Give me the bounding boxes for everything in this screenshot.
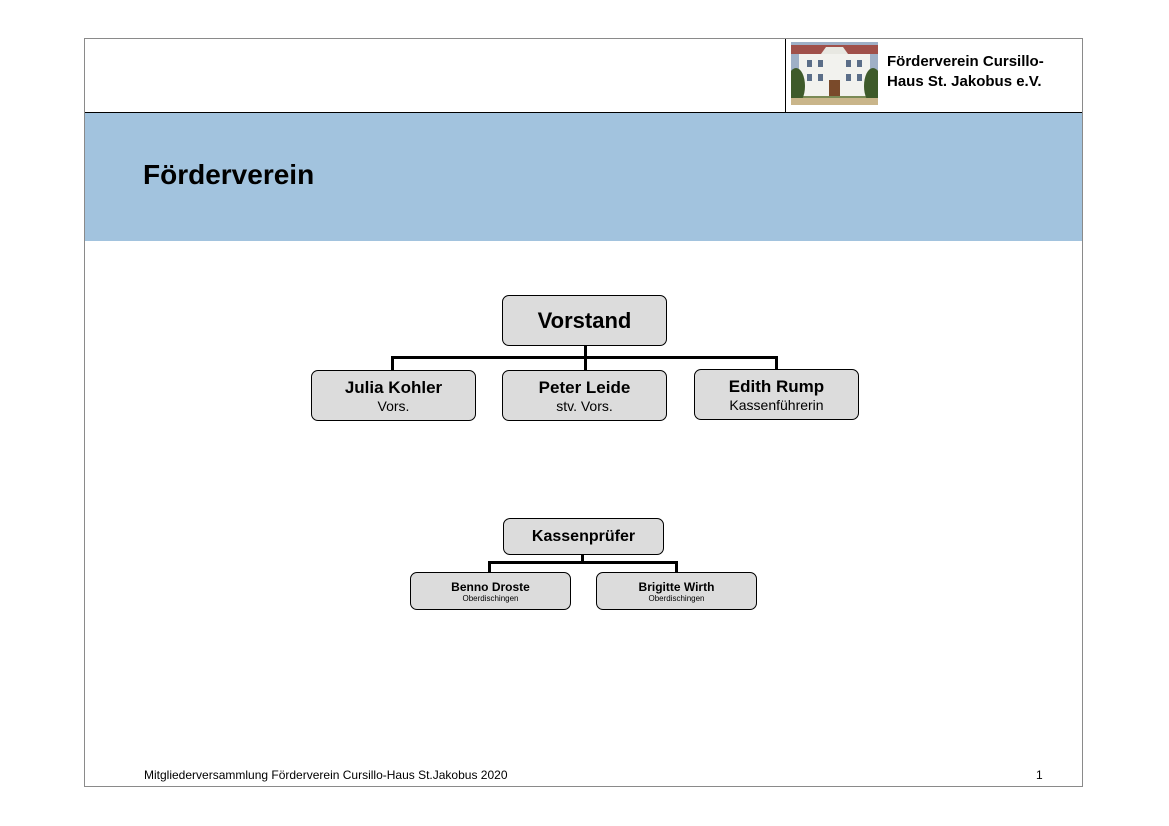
slide: Förderverein Cursillo- Haus St. Jakobus … xyxy=(84,38,1083,787)
connector-line xyxy=(488,561,678,564)
member-role: stv. Vors. xyxy=(556,398,613,414)
member-role: Kassenführerin xyxy=(729,397,823,413)
auditors-head-box: Kassenprüfer xyxy=(503,518,664,555)
house-logo xyxy=(791,42,878,105)
member-role: Vors. xyxy=(378,398,410,414)
connector-line xyxy=(775,356,778,369)
org-name-line2: Haus St. Jakobus e.V. xyxy=(887,72,1077,92)
auditor-name: Brigitte Wirth xyxy=(639,580,715,594)
board-head-label: Vorstand xyxy=(538,308,632,334)
board-head-box: Vorstand xyxy=(502,295,667,346)
org-name: Förderverein Cursillo- Haus St. Jakobus … xyxy=(887,52,1077,92)
auditor-name: Benno Droste xyxy=(451,580,530,594)
page-title: Förderverein xyxy=(143,159,314,191)
page-number: 1 xyxy=(1036,768,1043,782)
header-vertical-divider xyxy=(785,39,786,112)
auditor-box: Brigitte Wirth Oberdischingen xyxy=(596,572,757,610)
member-name: Julia Kohler xyxy=(345,378,442,398)
connector-line xyxy=(391,356,394,370)
board-member-box: Edith Rump Kassenführerin xyxy=(694,369,859,420)
board-member-box: Peter Leide stv. Vors. xyxy=(502,370,667,421)
member-name: Peter Leide xyxy=(539,378,631,398)
auditor-place: Oberdischingen xyxy=(648,594,704,603)
auditor-box: Benno Droste Oberdischingen xyxy=(410,572,571,610)
auditors-head-label: Kassenprüfer xyxy=(532,528,635,546)
auditor-place: Oberdischingen xyxy=(462,594,518,603)
connector-line xyxy=(584,356,587,370)
member-name: Edith Rump xyxy=(729,377,824,397)
footer-text: Mitgliederversammlung Förderverein Cursi… xyxy=(144,768,508,782)
org-name-line1: Förderverein Cursillo- xyxy=(887,52,1077,72)
board-member-box: Julia Kohler Vors. xyxy=(311,370,476,421)
